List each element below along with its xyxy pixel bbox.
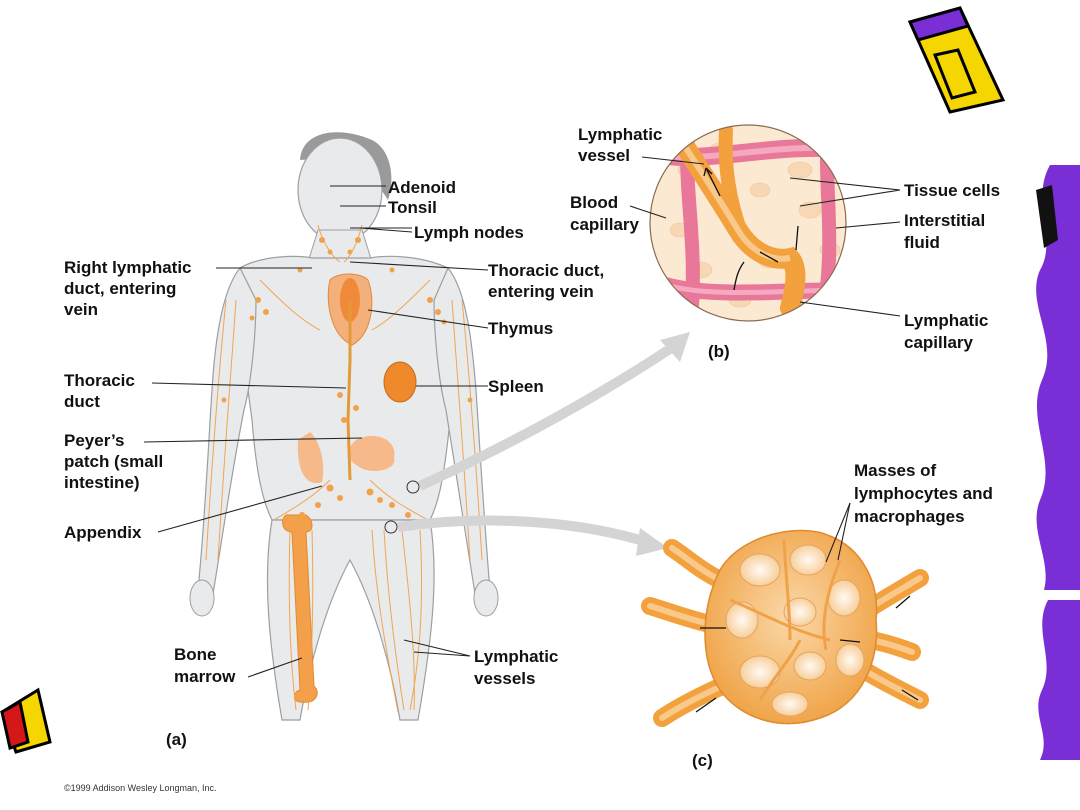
human-body-figure [189,132,499,721]
panel-label-b: (b) [708,342,730,361]
label-lymphatic-vessels: Lymphatic vessels [474,647,563,688]
label-thoracic-duct-entering-vein: Thoracic duct, entering vein [488,261,609,301]
label-appendix: Appendix [64,523,142,542]
pencil-clipart-icon [907,6,1006,114]
label-lymphatic-capillary: Lymphatic capillary [904,311,993,352]
arrow-to-c [397,515,668,556]
label-lymphatic-vessel: Lymphatic vessel [578,125,667,165]
label-blood-capillary: Blood capillary [570,193,640,234]
panel-label-a: (a) [166,730,187,749]
label-masses-lymphocytes: Masses of lymphocytes and macrophages [854,461,998,526]
wavy-border-clipart [1036,165,1080,760]
capillary-magnified-view [649,124,847,322]
label-bone-marrow: Bone marrow [174,645,236,686]
label-thoracic-duct: Thoracic duct [64,371,140,411]
label-tissue-cells: Tissue cells [904,181,1000,200]
label-thymus: Thymus [488,319,553,338]
label-tonsil: Tonsil [388,198,437,217]
label-lymph-nodes: Lymph nodes [414,223,524,242]
panel-label-c: (c) [692,751,713,770]
label-spleen: Spleen [488,377,544,396]
label-right-lymphatic-duct: Right lymphatic duct, entering vein [64,258,196,319]
lymph-node-illustration [641,529,929,727]
label-adenoid: Adenoid [388,178,456,197]
label-peyers-patch: Peyer’s patch (small intestine) [64,431,168,492]
copyright-notice: ©1999 Addison Wesley Longman, Inc. [64,783,217,793]
arrow-to-b [417,332,690,491]
pencil-tip-clipart-icon [0,687,52,754]
label-interstitial-fluid: Interstitial fluid [904,211,990,252]
